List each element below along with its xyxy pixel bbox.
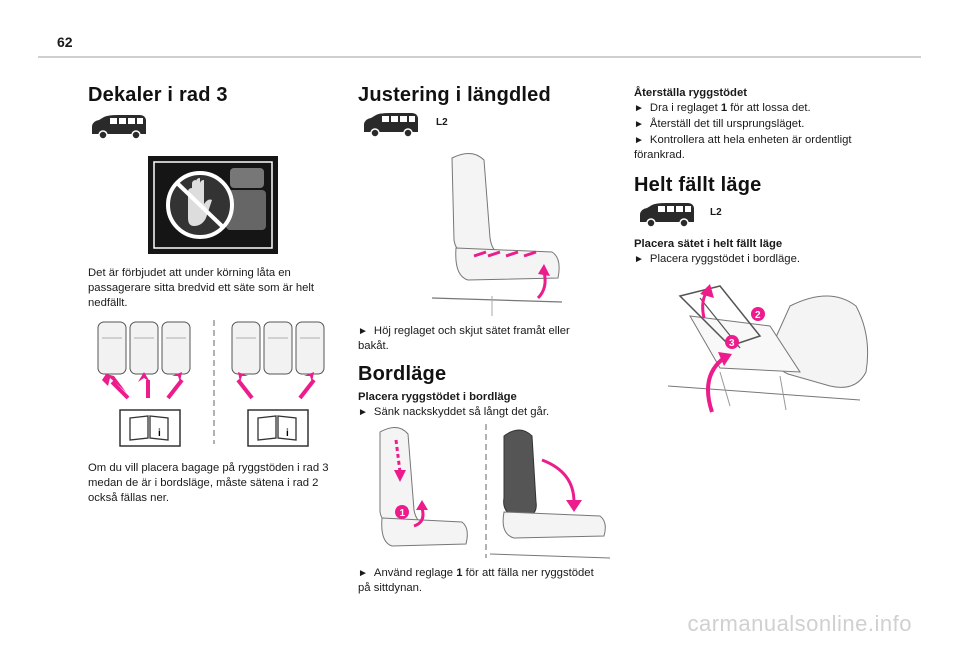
watermark: carmanualsonline.info bbox=[687, 611, 912, 636]
table-mode-diagram: 1 bbox=[379, 424, 611, 559]
variant-label: L2 bbox=[710, 207, 722, 218]
svg-text:1: 1 bbox=[400, 508, 406, 519]
variant-label: L2 bbox=[436, 117, 448, 128]
van-icon bbox=[364, 113, 418, 138]
fully-folded-subhead: Placera sätet i helt fällt läge bbox=[634, 238, 783, 250]
length-step-1: ►Höj reglaget och skjut sätet framåt ell… bbox=[358, 325, 570, 352]
fully-folded-diagram: 2 3 bbox=[667, 284, 869, 413]
svg-text:3: 3 bbox=[729, 338, 735, 349]
table-step-1: ►Sänk nackskyddet så långt det går. bbox=[358, 406, 550, 418]
row3-seats-diagram: i i bbox=[97, 320, 325, 447]
manual-book-icon: i bbox=[119, 409, 181, 447]
section-title-length-adjust: Justering i längdled bbox=[358, 84, 551, 106]
svg-text:2: 2 bbox=[755, 310, 761, 321]
manual-book-icon: i bbox=[247, 409, 309, 447]
restore-step-3: ►Kontrollera att hela enheten är ordentl… bbox=[634, 134, 852, 161]
decal-paragraph-1: Det är förbjudet att under körning låta … bbox=[88, 267, 315, 309]
section-title-table-mode: Bordläge bbox=[358, 363, 447, 385]
table-step-2: ►Använd reglage 1 för att fälla ner rygg… bbox=[358, 567, 594, 594]
van-icon bbox=[92, 115, 146, 140]
no-hand-warning-icon bbox=[148, 156, 278, 254]
svg-text:i: i bbox=[158, 428, 161, 439]
section-title-decals: Dekaler i rad 3 bbox=[88, 84, 228, 106]
seat-slide-diagram bbox=[431, 153, 563, 316]
restore-step-2: ►Återställ det till ursprungsläget. bbox=[634, 118, 805, 130]
table-mode-subhead: Placera ryggstödet i bordläge bbox=[358, 391, 517, 403]
section-title-fully-folded: Helt fällt läge bbox=[634, 174, 762, 196]
header-rule bbox=[38, 56, 921, 58]
decal-paragraph-2: Om du vill placera bagage på ryggstöden … bbox=[88, 462, 329, 504]
restore-step-1: ►Dra i reglaget 1 för att lossa det. bbox=[634, 102, 811, 114]
restore-subhead: Återställa ryggstödet bbox=[634, 87, 747, 99]
fully-folded-step-1: ►Placera ryggstödet i bordläge. bbox=[634, 253, 800, 265]
van-icon bbox=[640, 203, 694, 228]
svg-text:i: i bbox=[286, 428, 289, 439]
page-number: 62 bbox=[57, 34, 73, 50]
